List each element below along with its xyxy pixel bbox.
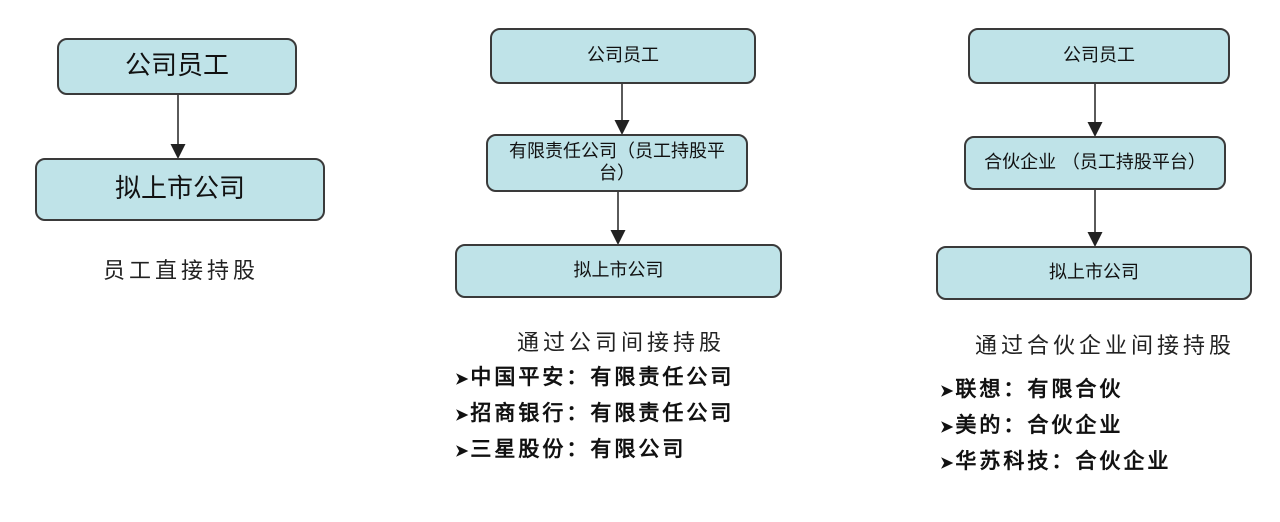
- d1-caption: 员工直接持股: [103, 259, 260, 284]
- d3-example-list: 联想：有限合伙 美的：合伙企业 华苏科技：合伙企业: [940, 372, 1171, 480]
- d2-caption: 通过公司间接持股: [517, 331, 726, 356]
- d3-example-item: 华苏科技：合伙企业: [940, 444, 1171, 480]
- d3-platform-box: 合伙企业 （员工持股平台）: [964, 136, 1226, 190]
- d3-example-item: 美的：合伙企业: [940, 408, 1171, 444]
- d3-company-box: 拟上市公司: [936, 246, 1252, 300]
- d2-platform-box: 有限责任公司（员工持股平台）: [486, 134, 748, 192]
- d2-employee-box: 公司员工: [490, 28, 756, 84]
- d3-employee-box: 公司员工: [968, 28, 1230, 84]
- d2-company-box: 拟上市公司: [455, 244, 782, 298]
- d2-example-list: 中国平安：有限责任公司 招商银行：有限责任公司 三星股份：有限公司: [455, 360, 734, 468]
- d3-caption: 通过合伙企业间接持股: [975, 334, 1236, 359]
- d2-example-item: 中国平安：有限责任公司: [455, 360, 734, 396]
- d1-company-box: 拟上市公司: [35, 158, 325, 221]
- d2-example-item: 招商银行：有限责任公司: [455, 396, 734, 432]
- d2-example-item: 三星股份：有限公司: [455, 432, 734, 468]
- d1-employee-box: 公司员工: [57, 38, 297, 95]
- d3-example-item: 联想：有限合伙: [940, 372, 1171, 408]
